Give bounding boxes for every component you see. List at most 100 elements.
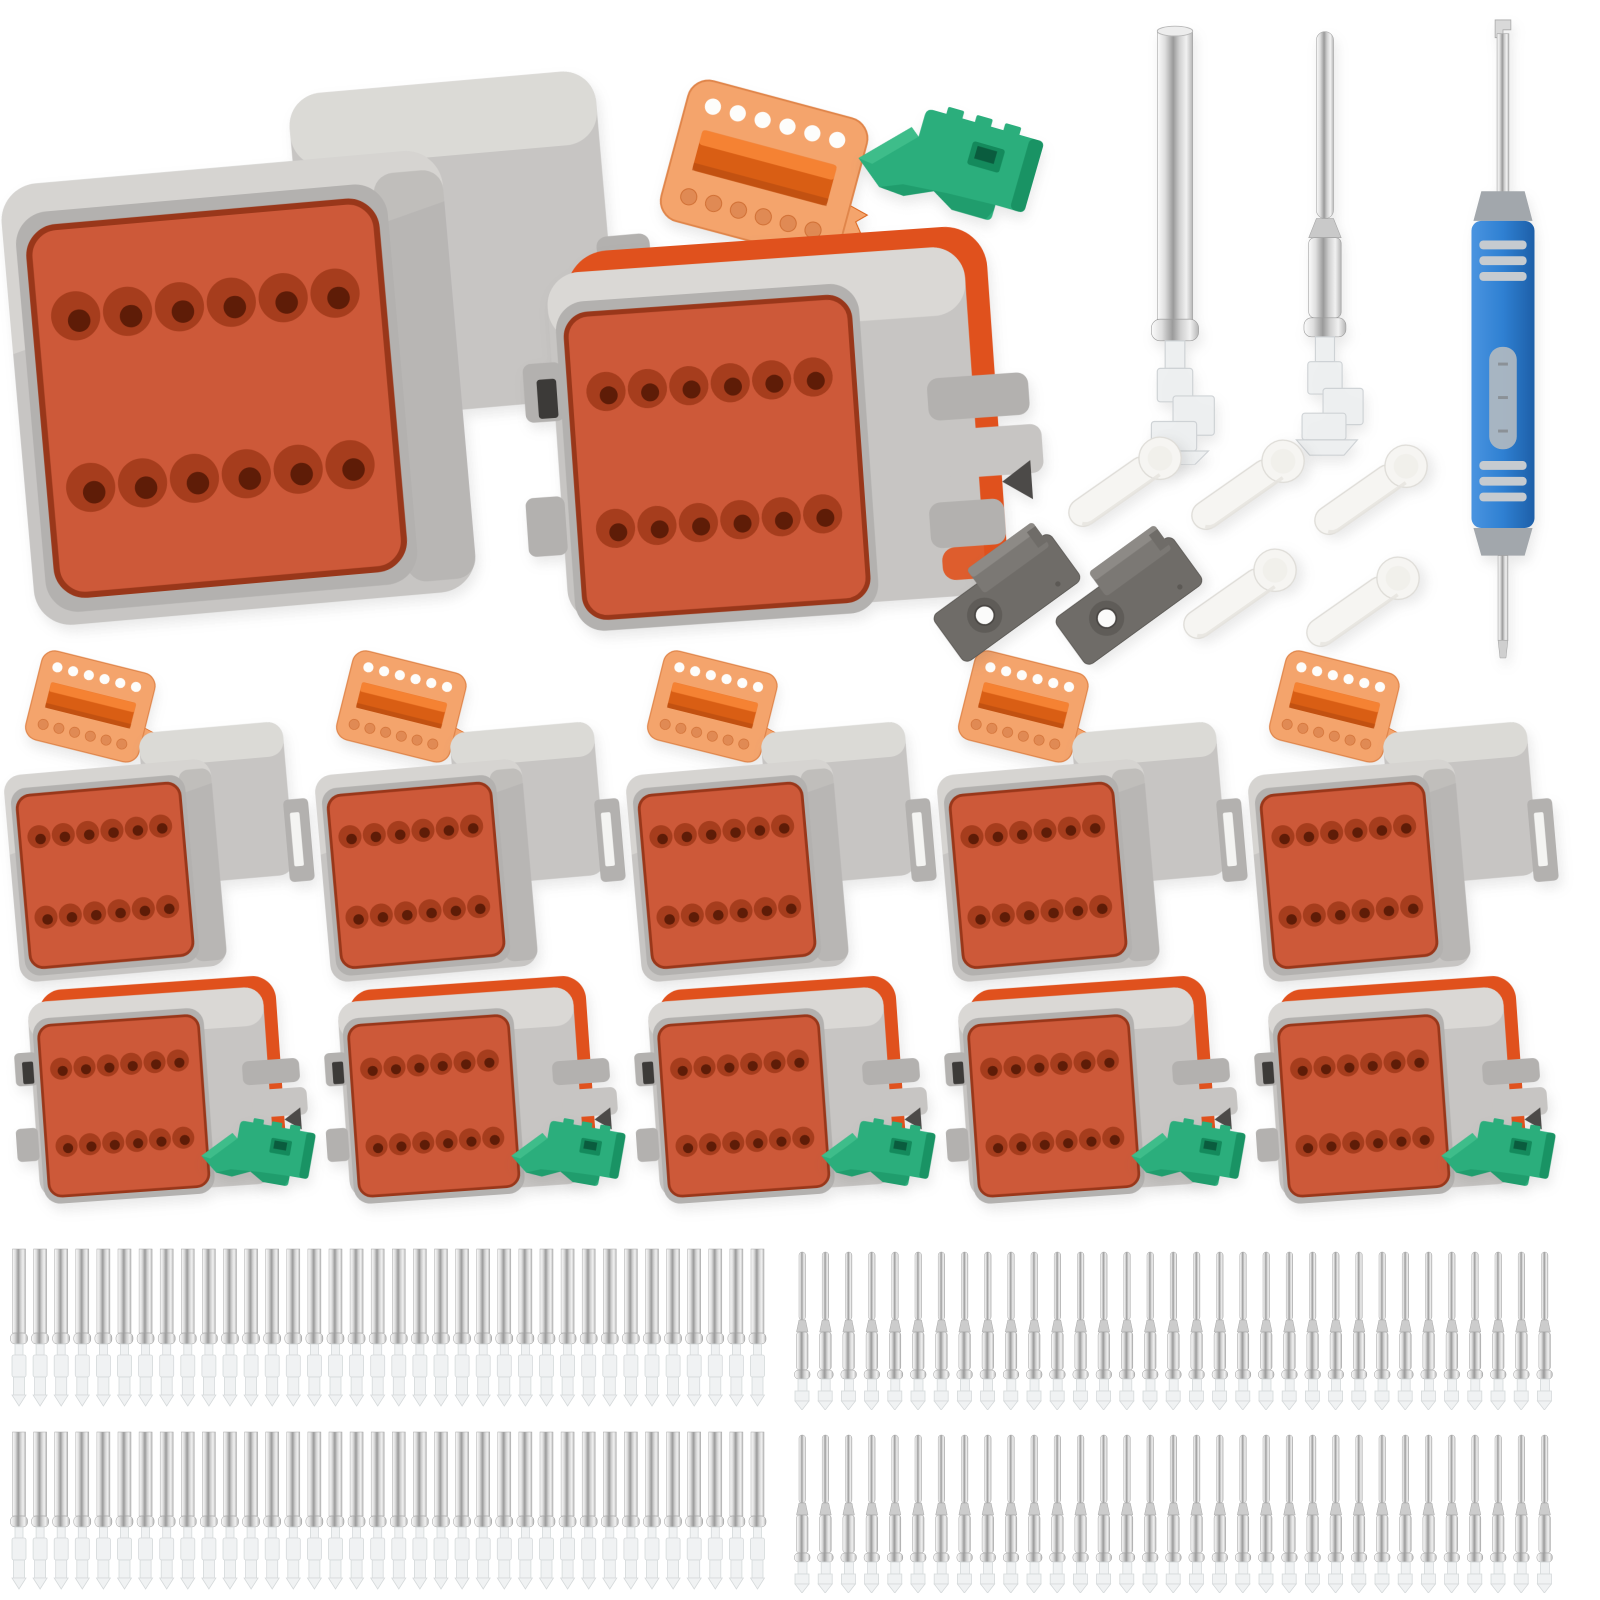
socket-terminal bbox=[685, 1431, 704, 1590]
pin-terminal bbox=[1420, 1251, 1437, 1410]
socket-terminal bbox=[263, 1431, 282, 1590]
socket-terminal bbox=[199, 1248, 218, 1407]
socket-terminal bbox=[389, 1431, 408, 1590]
pin-terminal bbox=[840, 1434, 857, 1593]
green-wedge-small-4-body bbox=[1129, 1110, 1247, 1189]
pin-terminal bbox=[1350, 1251, 1368, 1410]
socket-terminal bbox=[643, 1248, 661, 1407]
socket-terminal bbox=[600, 1248, 619, 1407]
socket-terminal bbox=[600, 1431, 619, 1590]
socket-terminal bbox=[263, 1248, 282, 1407]
pin-terminal bbox=[1211, 1251, 1228, 1410]
removal-tool-body bbox=[1471, 20, 1534, 658]
pin-terminal bbox=[933, 1251, 950, 1410]
socket-terminal bbox=[368, 1248, 387, 1407]
male-connector-2 bbox=[309, 715, 638, 991]
socket-terminal bbox=[326, 1431, 345, 1590]
pin-terminal bbox=[1304, 1251, 1321, 1410]
male-connector-4-body bbox=[933, 719, 1255, 983]
pin-terminal bbox=[863, 1434, 880, 1593]
socket-terminal bbox=[664, 1431, 682, 1590]
socket-terminal-large-body bbox=[1146, 26, 1215, 465]
pin-terminal bbox=[1374, 1434, 1391, 1593]
pin-terminal bbox=[1118, 1251, 1136, 1410]
pin-terminal bbox=[1234, 1434, 1252, 1593]
socket-terminal bbox=[748, 1248, 767, 1407]
socket-terminal bbox=[474, 1248, 493, 1407]
socket-terminal bbox=[115, 1431, 134, 1590]
socket-terminal bbox=[284, 1431, 303, 1590]
removal-tool bbox=[1438, 12, 1566, 662]
male-connector-1-body bbox=[0, 719, 322, 983]
pin-terminal bbox=[1281, 1434, 1298, 1593]
seal-plug-5 bbox=[1292, 543, 1432, 664]
pin-terminal bbox=[1165, 1251, 1182, 1410]
socket-terminal bbox=[410, 1248, 429, 1407]
pin-terminal bbox=[933, 1434, 950, 1593]
pin-terminal bbox=[886, 1251, 904, 1410]
pin-terminal bbox=[1095, 1434, 1112, 1593]
pin-terminal bbox=[1513, 1251, 1530, 1410]
male-connector-4 bbox=[931, 715, 1260, 991]
terminal-strip-pin-row1 bbox=[794, 1251, 1553, 1410]
green-wedge-small-3-body bbox=[819, 1110, 937, 1189]
socket-terminal bbox=[136, 1248, 155, 1407]
socket-terminal bbox=[685, 1248, 704, 1407]
socket-terminal bbox=[284, 1248, 303, 1407]
socket-terminal bbox=[10, 1431, 28, 1590]
socket-terminal bbox=[94, 1431, 113, 1590]
pin-terminal bbox=[910, 1434, 927, 1593]
pin-terminal bbox=[1095, 1251, 1112, 1410]
pin-terminal bbox=[1002, 1251, 1020, 1410]
socket-terminal bbox=[727, 1248, 746, 1407]
socket-terminal bbox=[622, 1431, 640, 1590]
socket-terminal bbox=[221, 1431, 239, 1590]
pin-terminal bbox=[817, 1434, 834, 1593]
pin-terminal bbox=[979, 1434, 996, 1593]
socket-terminal bbox=[706, 1431, 725, 1590]
socket-terminal bbox=[31, 1248, 49, 1407]
pin-terminal bbox=[1072, 1251, 1089, 1410]
pin-terminal bbox=[1466, 1434, 1484, 1593]
pin-terminal bbox=[1327, 1251, 1344, 1410]
socket-terminal bbox=[242, 1431, 261, 1590]
pin-terminal bbox=[1072, 1434, 1089, 1593]
socket-terminal bbox=[495, 1248, 514, 1407]
pin-terminal bbox=[794, 1251, 811, 1410]
socket-terminal bbox=[242, 1248, 261, 1407]
pin-terminal bbox=[1258, 1434, 1275, 1593]
socket-terminal bbox=[432, 1248, 450, 1407]
pin-terminal bbox=[1002, 1434, 1020, 1593]
socket-terminal bbox=[347, 1431, 366, 1590]
male-connector-1 bbox=[0, 715, 326, 991]
pin-terminal bbox=[1490, 1434, 1507, 1593]
socket-terminal bbox=[31, 1431, 49, 1590]
pin-terminal bbox=[979, 1251, 996, 1410]
pin-terminal bbox=[1026, 1434, 1043, 1593]
socket-terminal bbox=[453, 1431, 472, 1590]
socket-terminal bbox=[706, 1248, 725, 1407]
terminal-strip-socket-row2 bbox=[10, 1431, 767, 1590]
socket-terminal bbox=[347, 1248, 366, 1407]
male-connector-3 bbox=[620, 715, 949, 991]
pin-terminal bbox=[1026, 1251, 1043, 1410]
socket-terminal bbox=[748, 1431, 767, 1590]
socket-terminal bbox=[52, 1431, 71, 1590]
socket-terminal bbox=[579, 1431, 598, 1590]
pin-terminal bbox=[1420, 1434, 1437, 1593]
pin-terminal-large-body bbox=[1296, 32, 1363, 456]
pin-terminal bbox=[1118, 1434, 1136, 1593]
socket-terminal bbox=[157, 1248, 176, 1407]
socket-terminal bbox=[432, 1431, 450, 1590]
pin-terminal bbox=[1466, 1251, 1484, 1410]
socket-terminal bbox=[558, 1431, 577, 1590]
pin-terminal bbox=[910, 1251, 927, 1410]
pin-terminal bbox=[794, 1434, 811, 1593]
pin-terminal bbox=[1443, 1251, 1460, 1410]
pin-terminal bbox=[1234, 1251, 1252, 1410]
socket-terminal bbox=[52, 1248, 71, 1407]
pin-terminal bbox=[1536, 1251, 1553, 1410]
pin-terminal bbox=[1211, 1434, 1228, 1593]
socket-terminal bbox=[664, 1248, 682, 1407]
